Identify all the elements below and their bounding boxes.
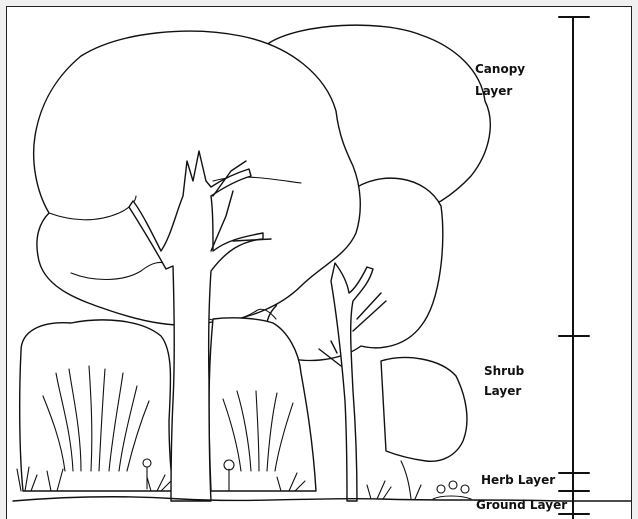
canopy-label-line2: Layer [475, 84, 512, 98]
layer-scale-bar [559, 17, 589, 519]
diagram-frame: Canopy Layer Shrub Layer Herb Layer Grou… [6, 6, 632, 519]
shrub-label-line1: Shrub [484, 364, 525, 378]
shrub-label-line2: Layer [484, 384, 521, 398]
canopy-label-line1: Canopy [475, 62, 525, 76]
shrub-right [381, 357, 467, 461]
herb-layer-label: Herb Layer [481, 473, 555, 487]
forest-layers-diagram: Canopy Layer Shrub Layer Herb Layer Grou… [7, 7, 632, 519]
ground-layer-label: Ground Layer [476, 498, 567, 512]
